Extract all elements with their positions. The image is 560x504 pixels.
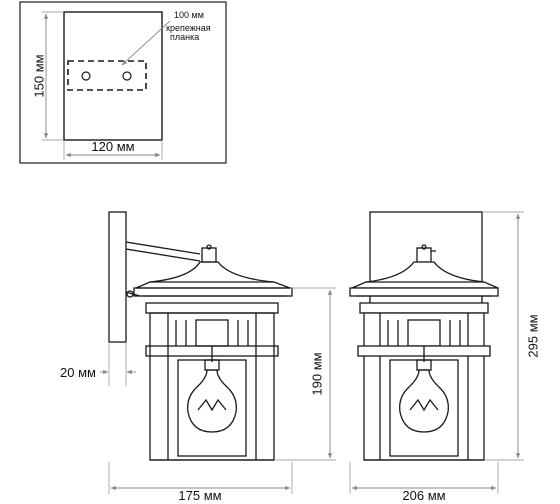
side-bulb	[187, 369, 237, 433]
total-height-295-label: 295 мм	[525, 314, 540, 357]
inset-frame	[19, 1, 227, 164]
front-bulb	[399, 369, 449, 433]
width-120-label: 120 мм	[91, 139, 134, 154]
side-roof	[135, 261, 291, 289]
front-body-frame	[363, 312, 485, 461]
front-top-band	[359, 302, 489, 314]
front-view-lamp	[349, 211, 499, 461]
front-finial	[416, 247, 432, 263]
side-view-dimensions: 20 мм 175 мм 190 мм	[60, 287, 336, 503]
side-upper-glass	[195, 319, 229, 347]
side-view-lamp	[108, 211, 293, 461]
offset-20-label: 20 мм	[60, 365, 96, 380]
side-arm-upper	[125, 241, 201, 255]
side-finial-knob	[206, 244, 212, 250]
side-arm-lower	[125, 248, 201, 262]
body-height-190-label: 190 мм	[309, 352, 324, 395]
front-eave	[349, 287, 499, 297]
mounting-bracket-outline	[67, 60, 147, 91]
front-roof	[351, 261, 499, 289]
front-view-dimensions: 206 мм 295 мм	[349, 211, 540, 503]
backplate-outline	[63, 11, 163, 141]
side-eave	[133, 287, 293, 297]
side-bulb-filament	[197, 398, 227, 412]
side-width-175-label: 175 мм	[178, 488, 221, 503]
plate-leader-line	[121, 20, 171, 66]
mounting-hole-right	[122, 71, 132, 81]
height-150-label: 150 мм	[31, 54, 46, 97]
side-finial	[201, 247, 217, 263]
front-finial-knob	[421, 244, 427, 250]
side-arm-bolt	[126, 290, 134, 298]
front-bulb-filament	[409, 398, 439, 412]
plate-caption-line2: планка	[170, 32, 199, 42]
front-width-206-label: 206 мм	[402, 488, 445, 503]
plate-length-label: 100 мм	[174, 10, 204, 20]
mounting-plate-inset: 100 мм крепежная планка 150 мм 120 мм	[19, 1, 227, 164]
plate-caption-line1: крепежная	[166, 23, 211, 33]
mounting-hole-left	[81, 71, 91, 81]
side-top-band	[145, 302, 279, 314]
side-wall-plate	[108, 211, 127, 343]
